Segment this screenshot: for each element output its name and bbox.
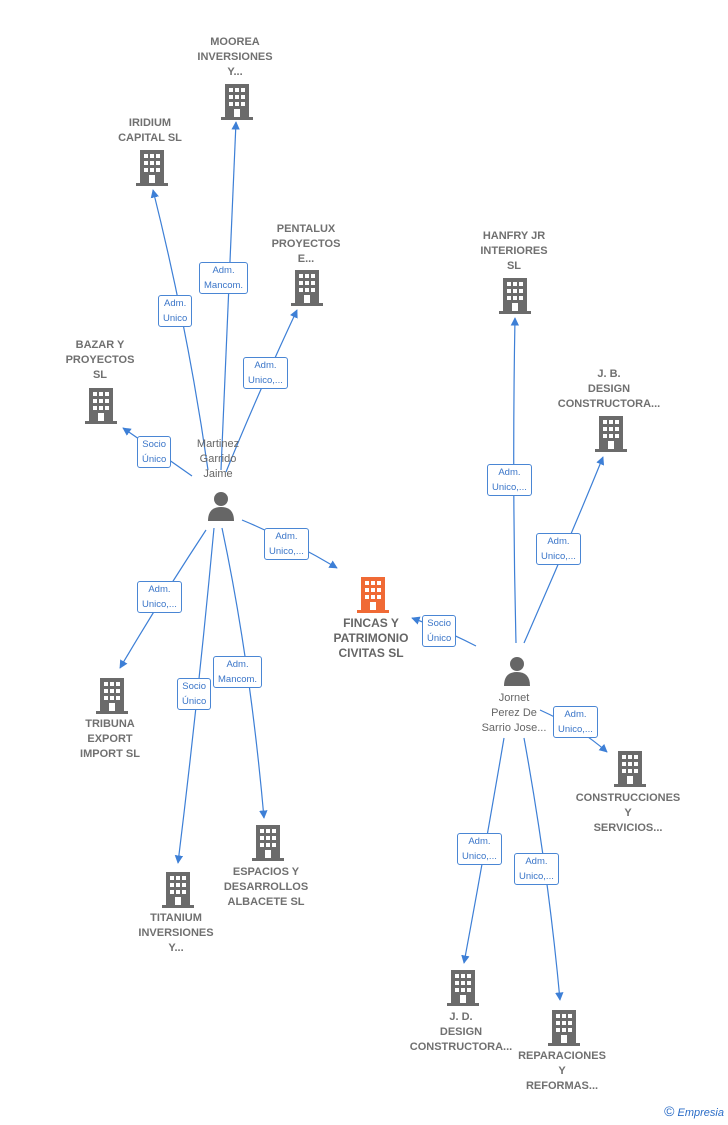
relation-badge[interactable]: Socio Único — [137, 436, 172, 468]
node-label: PENTALUX PROYECTOS E... — [271, 223, 341, 265]
node-label: FINCAS Y PATRIMONIO CIVITAS SL — [333, 616, 409, 660]
node-label: IRIDIUM CAPITAL SL — [118, 117, 182, 144]
building-icon — [252, 825, 284, 861]
relation-badge[interactable]: Adm. Mancom. — [213, 656, 263, 688]
edge-martinez-pentalux — [225, 309, 298, 473]
edge-martinez-moorea — [220, 121, 240, 471]
relation-badge[interactable]: Socio Único — [422, 615, 457, 647]
building-icon — [96, 678, 128, 714]
building-icon — [357, 577, 389, 613]
node-label: BAZAR Y PROYECTOS SL — [65, 339, 135, 381]
building-icon — [291, 270, 323, 306]
node-label: CONSTRUCCIONES Y SERVICIOS... — [575, 792, 681, 834]
brand-name: Empresia — [677, 1107, 724, 1119]
building-icon — [614, 751, 646, 787]
relation-badge[interactable]: Adm. Unico,... — [137, 581, 182, 613]
building-icon — [548, 1010, 580, 1046]
node-label: MOOREA INVERSIONES Y... — [197, 36, 273, 78]
building-icon — [136, 150, 168, 186]
node-label: J. D. DESIGN CONSTRUCTORA... — [409, 1011, 513, 1053]
relation-badge[interactable]: Adm. Unico,... — [243, 357, 288, 389]
relation-badge[interactable]: Adm. Unico,... — [457, 833, 502, 865]
building-icon — [447, 970, 479, 1006]
relation-badge[interactable]: Socio Único — [177, 678, 212, 710]
relation-badge[interactable]: Adm. Mancom. — [199, 262, 249, 294]
brand-logo: © Empresia — [664, 1103, 724, 1119]
building-icon — [162, 872, 194, 908]
building-icon — [499, 278, 531, 314]
relation-badge[interactable]: Adm. Unico — [158, 295, 193, 327]
edge-martinez-iridium — [150, 189, 209, 471]
relation-badge[interactable]: Adm. Unico,... — [514, 853, 559, 885]
relation-badge[interactable]: Adm. Unico,... — [487, 464, 532, 496]
relation-badge[interactable]: Adm. Unico,... — [264, 528, 309, 560]
node-label: REPARACIONES Y REFORMAS... — [518, 1050, 606, 1092]
copyright-icon: © — [664, 1103, 675, 1119]
node-label: HANFRY JR INTERIORES SL — [480, 230, 548, 272]
node-label: ESPACIOS Y DESARROLLOS ALBACETE SL — [223, 866, 309, 908]
building-icon — [595, 416, 627, 452]
relation-badge[interactable]: Adm. Unico,... — [553, 706, 598, 738]
node-label: TRIBUNA EXPORT IMPORT SL — [80, 718, 140, 760]
person-icon — [504, 657, 530, 686]
relation-badge[interactable]: Adm. Unico,... — [536, 533, 581, 565]
node-label: Martinez Garrido Jaime — [196, 438, 240, 480]
building-icon — [221, 84, 253, 120]
node-label: J. B. DESIGN CONSTRUCTORA... — [557, 368, 661, 410]
node-label: Jornet Perez De Sarrio Jose... — [481, 692, 547, 734]
person-icon — [208, 492, 234, 521]
building-icon — [85, 388, 117, 424]
node-label: TITANIUM INVERSIONES Y... — [138, 912, 214, 954]
